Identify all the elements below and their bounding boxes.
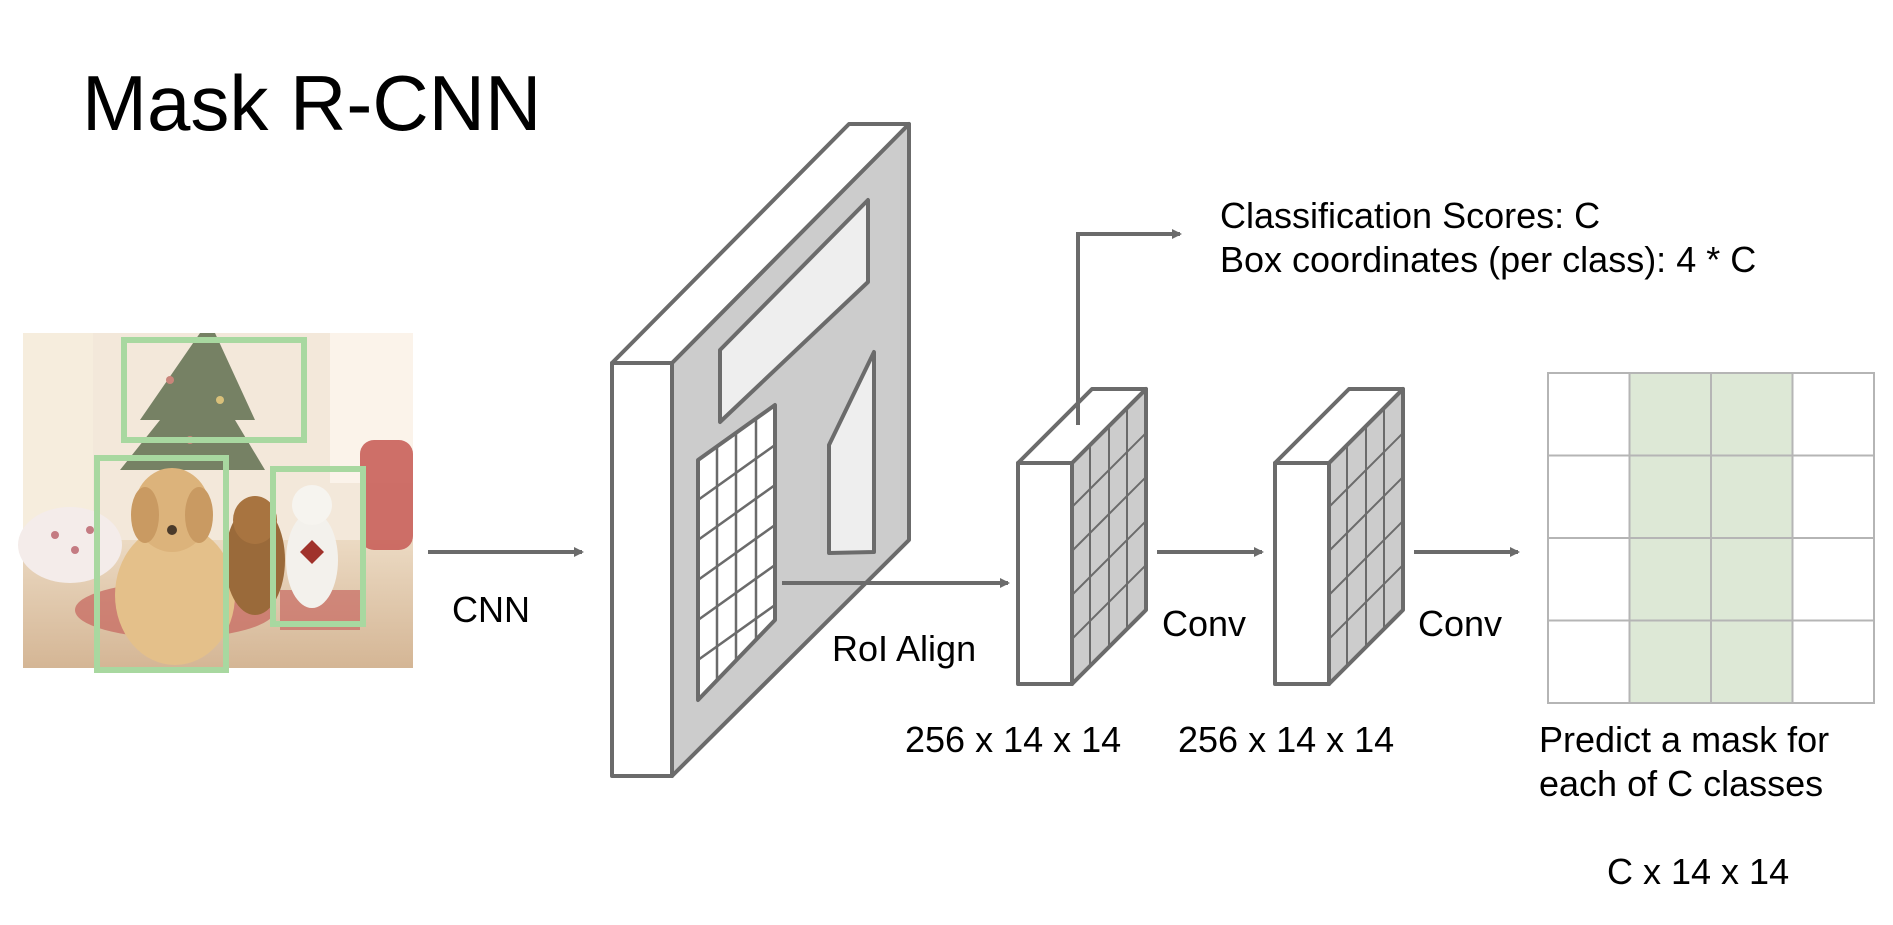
- tree-shape: [120, 333, 265, 470]
- mask-cell: [1628, 537, 1712, 622]
- mask-output-grid: [1547, 372, 1875, 704]
- mask-cell: [1547, 372, 1631, 457]
- mask-prediction-label-2: each of C classes: [1539, 763, 1824, 804]
- mask-cell: [1791, 619, 1875, 704]
- detection-box-dog: [94, 455, 229, 673]
- mask-cell: [1710, 537, 1794, 622]
- mask-cell: [1547, 454, 1631, 539]
- mask-cell: [1547, 537, 1631, 622]
- detection-box-tree: [121, 337, 307, 443]
- detection-box-cat: [270, 466, 366, 627]
- classification-arrow: [1076, 229, 1182, 425]
- mask-cell: [1710, 372, 1794, 457]
- page-title: Mask R-CNN: [82, 59, 542, 147]
- mask-cell: [1791, 454, 1875, 539]
- mask-cell: [1710, 619, 1794, 704]
- mask-cell: [1628, 454, 1712, 539]
- mask-prediction-label-1: Predict a mask for: [1539, 719, 1830, 760]
- cnn-label: CNN: [452, 589, 530, 630]
- mask-dims-label: C x 14 x 14: [1607, 851, 1790, 892]
- feature-block-2-grid: [1328, 408, 1404, 666]
- conv-label-2: Conv: [1418, 603, 1503, 644]
- conv-label-1: Conv: [1162, 603, 1247, 644]
- box-coordinates-label: Box coordinates (per class): 4 * C: [1220, 239, 1757, 280]
- classification-scores-label: Classification Scores: C: [1220, 195, 1601, 236]
- mask-cell: [1791, 372, 1875, 457]
- mask-cell: [1628, 619, 1712, 704]
- input-image: [18, 333, 413, 673]
- dims-label-2: 256 x 14 x 14: [1178, 719, 1395, 760]
- mask-cell: [1547, 619, 1631, 704]
- feature-map-block: [610, 122, 911, 778]
- roi-align-label: RoI Align: [832, 628, 977, 669]
- roi-grid: [697, 419, 776, 680]
- mask-cell: [1628, 372, 1712, 457]
- mask-cell: [1791, 537, 1875, 622]
- mask-cell: [1710, 454, 1794, 539]
- feature-block-1-grid: [1071, 408, 1147, 666]
- dims-label-1: 256 x 14 x 14: [905, 719, 1122, 760]
